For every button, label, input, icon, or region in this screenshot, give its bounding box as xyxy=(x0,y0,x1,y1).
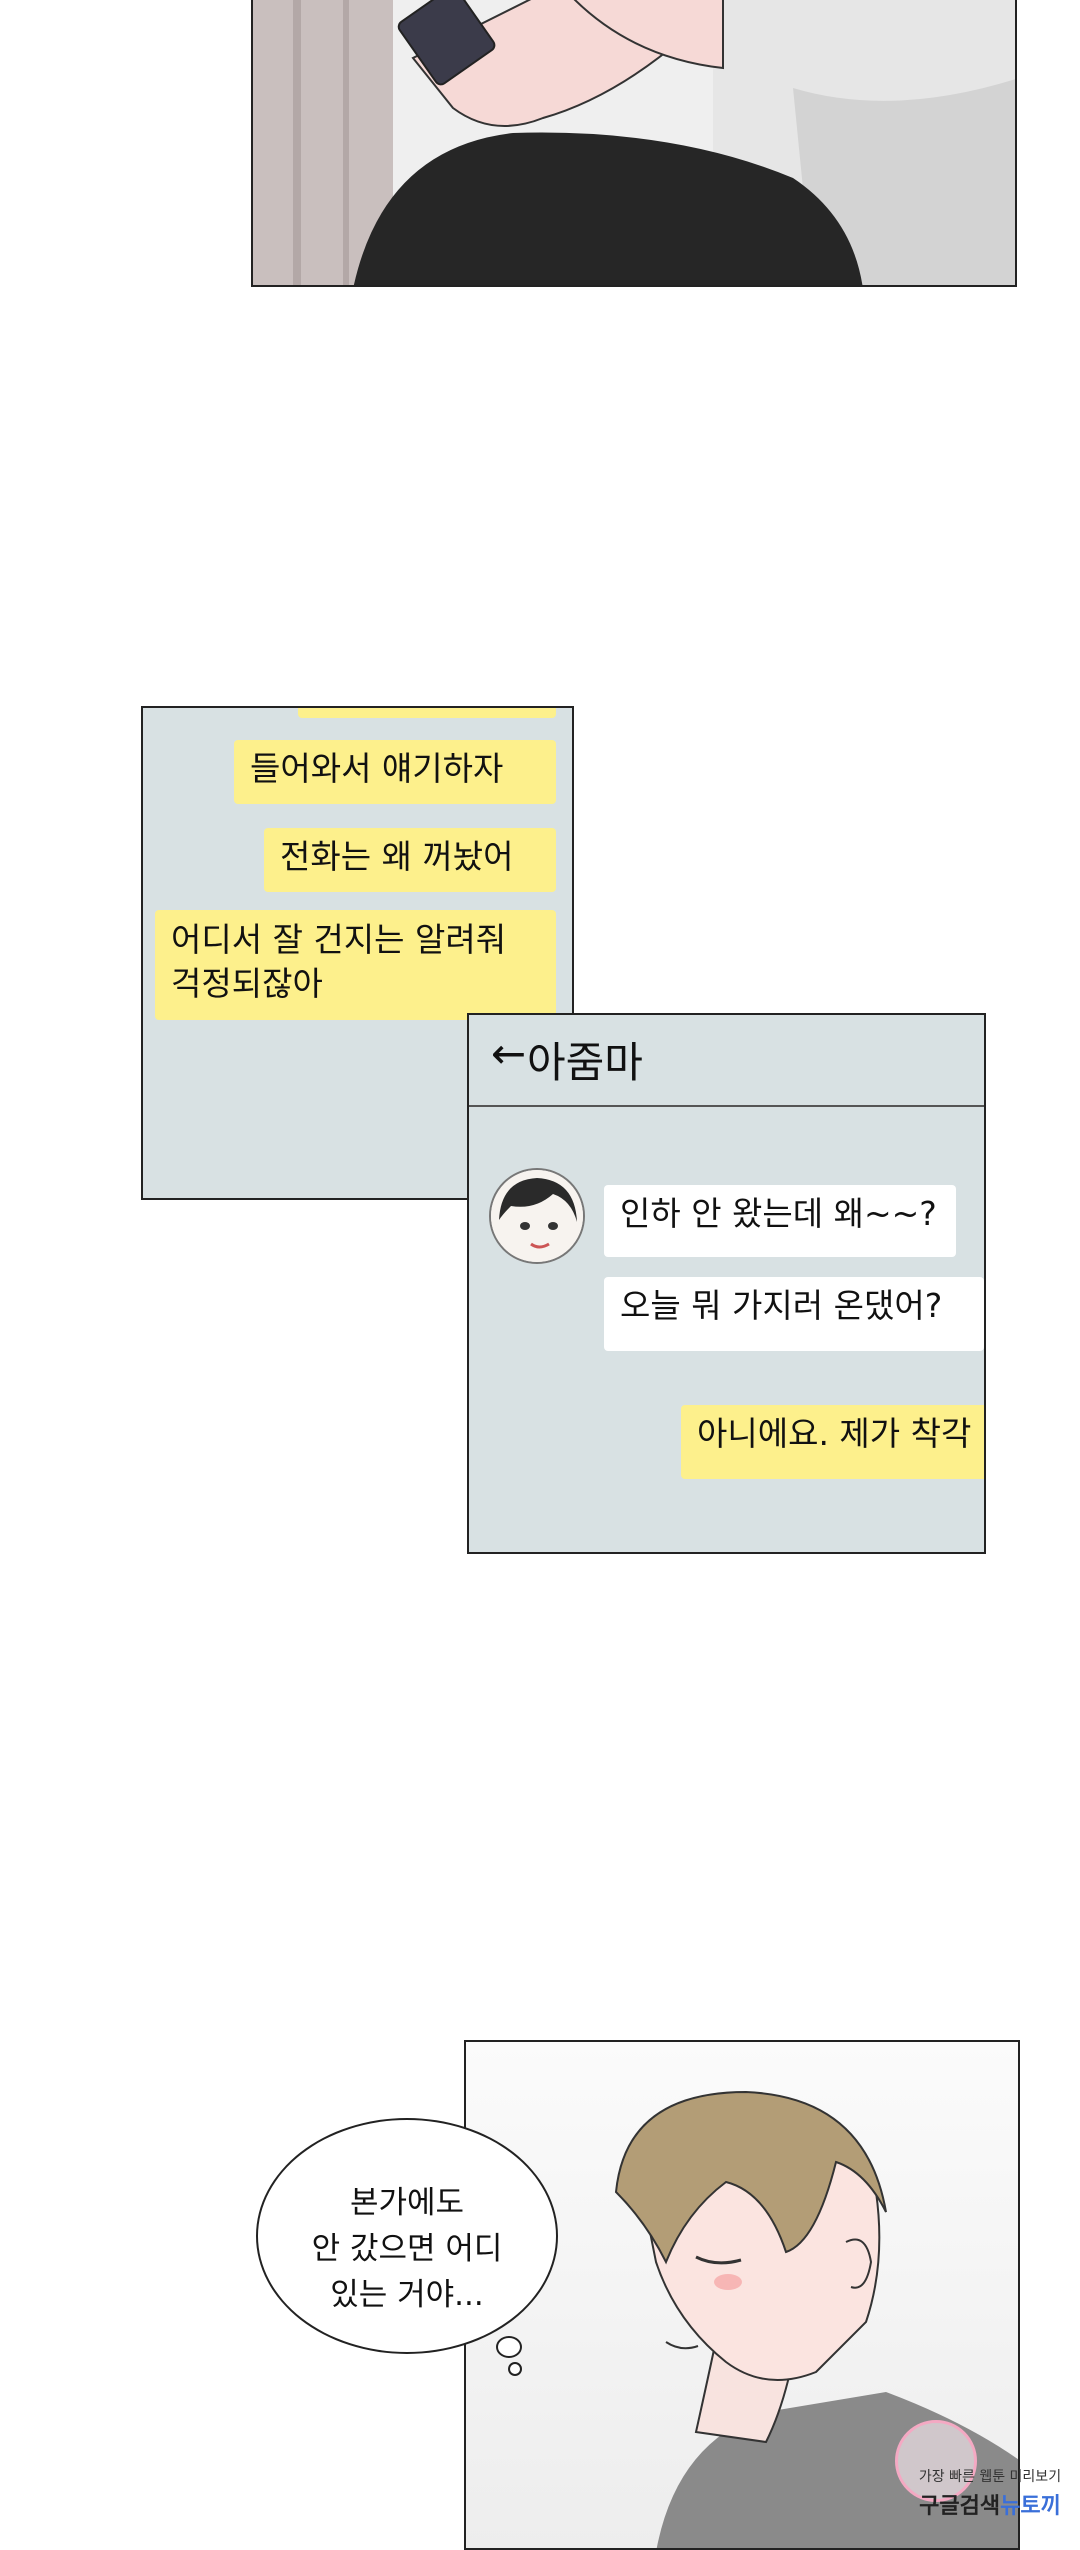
thought-line: 본가에도 xyxy=(349,2185,465,2221)
chat-bubble-mine: 어디서 잘 건지는 알려줘 걱정되잖아 xyxy=(155,910,556,1020)
illustration-hands-phone xyxy=(253,0,1015,285)
chat-header: ← 아줌마 xyxy=(469,1015,984,1107)
thought-line: 안 갔으면 어디 xyxy=(311,2231,503,2267)
chat-bubble-theirs: 인하 안 왔는데 왜~~? xyxy=(604,1185,956,1257)
thought-line: 있는 거야... xyxy=(330,2277,484,2313)
thought-bubble: 본가에도 안 갔으면 어디 있는 거야... xyxy=(256,2118,558,2354)
chat-contact-name: 아줌마 xyxy=(527,1038,643,1087)
thought-dot-small xyxy=(508,2362,522,2376)
watermark-search: 구글검색뉴토끼 xyxy=(905,2488,1075,2520)
chat-message-text: 들어와서 얘기하자 xyxy=(250,749,504,788)
avatar-illustration-icon xyxy=(491,1170,583,1262)
watermark-tagline: 가장 빠른 웹툰 미리보기 xyxy=(918,2469,1062,2485)
chat-message-text: 오늘 뭐 가지러 온댔어? xyxy=(620,1286,943,1325)
chat-message-text: 아니에요. 제가 착각 xyxy=(697,1414,972,1453)
watermark-rabbit-logo-icon xyxy=(895,2420,977,2502)
watermark: 가장 빠른 웹툰 미리보기 구글검색뉴토끼 xyxy=(895,2420,1075,2530)
chat-bubble-mine: 들어와서 얘기하자 xyxy=(234,740,556,804)
contact-avatar xyxy=(489,1168,585,1264)
chat-bubble-mine: 전화는 왜 꺼놨어 xyxy=(264,828,556,892)
watermark-search-label: 구글검색 xyxy=(919,2494,1001,2519)
chat-message-text: 걱정되잖아 xyxy=(171,964,323,1003)
chat-panel-conversation: ← 아줌마 인하 안 왔는데 왜~~? 오늘 뭐 가지러 온댔어? 아니에요. … xyxy=(467,1013,986,1554)
chat-bubble-mine: 아니에요. 제가 착각 xyxy=(681,1405,984,1479)
chat-message-text: 어디서 잘 건지는 알려줘 xyxy=(171,920,507,959)
chat-bubble-partial xyxy=(298,708,556,718)
panel-phone-hands xyxy=(251,0,1017,287)
watermark-site-name: 뉴토끼 xyxy=(1000,2494,1061,2519)
chat-message-text: 전화는 왜 꺼놨어 xyxy=(280,837,514,876)
chat-message-text: 인하 안 왔는데 왜~~? xyxy=(620,1194,937,1233)
back-arrow-icon[interactable]: ← xyxy=(491,1029,527,1078)
thought-bubble-oval xyxy=(256,2118,558,2354)
chat-bubble-theirs: 오늘 뭐 가지러 온댔어? xyxy=(604,1277,984,1351)
thought-bubble-text: 본가에도 안 갔으면 어디 있는 거야... xyxy=(256,2180,558,2318)
thought-dot-large xyxy=(496,2336,522,2358)
